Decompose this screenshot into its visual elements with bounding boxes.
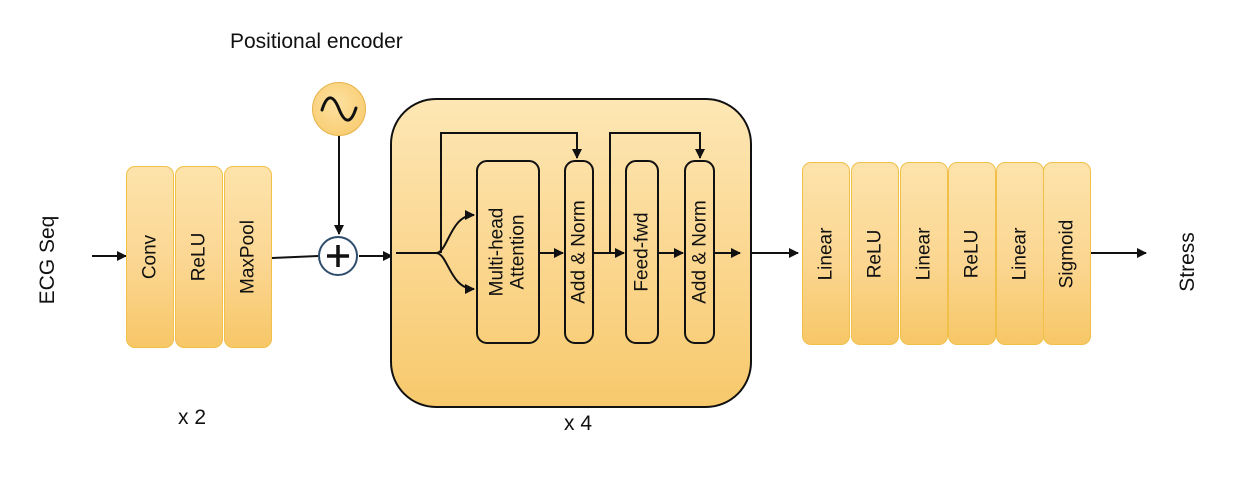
feed-forward-label: Feed-fwd	[631, 212, 653, 292]
add-norm-block-1: Add & Norm	[564, 160, 594, 344]
add-norm-1-label: Add & Norm	[568, 200, 590, 304]
add-norm-2-label: Add & Norm	[688, 200, 710, 304]
linear-block-1: Linear	[802, 162, 850, 345]
input-label: ECG Seq	[36, 215, 59, 305]
sigmoid-label: Sigmoid	[1056, 219, 1078, 288]
maxpool-block-label: MaxPool	[237, 220, 259, 294]
relu-2-label: ReLU	[864, 229, 886, 278]
relu-block: ReLU	[175, 166, 223, 348]
attention-label-line2: Attention	[508, 214, 529, 290]
relu-3-label: ReLU	[961, 229, 983, 278]
conv-block: Conv	[126, 166, 174, 348]
positional-encoder-label: Positional encoder	[230, 30, 403, 53]
plus-icon	[318, 236, 358, 276]
transformer-repeat-label: x 4	[564, 412, 593, 435]
maxpool-block: MaxPool	[224, 166, 272, 348]
conv-repeat-label: x 2	[178, 406, 207, 429]
relu-block-2: ReLU	[851, 162, 899, 345]
sine-wave-icon	[312, 82, 366, 136]
conv-block-label: Conv	[139, 234, 161, 280]
linear-block-2: Linear	[900, 162, 948, 345]
output-label: Stress	[1176, 232, 1199, 292]
add-norm-block-2: Add & Norm	[684, 160, 715, 344]
linear-3-label: Linear	[1009, 227, 1031, 280]
linear-1-label: Linear	[815, 227, 837, 280]
sigmoid-block: Sigmoid	[1043, 162, 1091, 345]
linear-2-label: Linear	[913, 227, 935, 280]
linear-block-3: Linear	[996, 162, 1044, 345]
multi-head-attention-block: Multi-head Attention	[476, 160, 540, 344]
relu-block-3: ReLU	[948, 162, 996, 345]
attention-label: Multi-head Attention	[487, 208, 530, 297]
attention-label-line1: Multi-head	[486, 207, 508, 297]
feed-forward-block: Feed-fwd	[625, 160, 659, 344]
conv-to-adder-line	[271, 255, 319, 259]
relu-block-label: ReLU	[188, 232, 210, 282]
